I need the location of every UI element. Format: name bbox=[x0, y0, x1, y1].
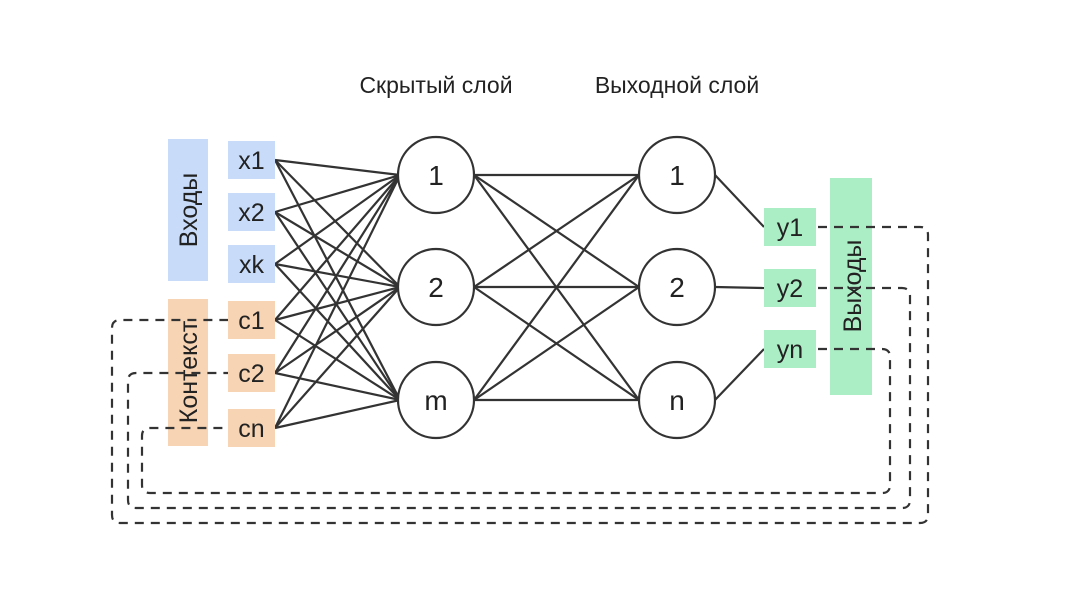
edge-left-5-hidden-2 bbox=[274, 398, 401, 430]
edge-left-1-hidden-2 bbox=[274, 211, 401, 401]
input-unit-box bbox=[228, 193, 275, 231]
edge-left-3-hidden-2 bbox=[274, 319, 401, 401]
inputs-group-box bbox=[168, 139, 208, 281]
output-neuron: 2 bbox=[637, 247, 717, 327]
hidden-neuron-circle bbox=[396, 135, 476, 215]
edge-left-0-hidden-2 bbox=[274, 159, 401, 401]
hidden-neuron-label: 2 bbox=[428, 272, 444, 303]
neurons: 1 2 m 1 2 n bbox=[396, 135, 717, 440]
input-unit-box bbox=[228, 245, 275, 283]
output-unit: y1 bbox=[764, 208, 816, 246]
hidden-neuron: 2 bbox=[396, 247, 476, 327]
edge-left-5-hidden-1 bbox=[274, 286, 401, 429]
context-unit: cn bbox=[228, 409, 275, 447]
output-neuron-circle bbox=[637, 135, 717, 215]
context-unit-box bbox=[228, 409, 275, 447]
output-neuron-circle bbox=[637, 360, 717, 440]
hidden-neuron: 1 bbox=[396, 135, 476, 215]
context-unit-label: c2 bbox=[238, 360, 264, 388]
context-unit-label: c1 bbox=[238, 307, 264, 335]
output-unit-box bbox=[764, 269, 816, 307]
context-unit-box bbox=[228, 301, 275, 339]
input-unit-label: x2 bbox=[238, 199, 264, 227]
edge-left-0-hidden-1 bbox=[274, 159, 401, 288]
output-layer-header: Выходной слой bbox=[595, 72, 759, 98]
edge-output-2-to-y bbox=[714, 348, 765, 401]
input-unit: xk bbox=[228, 245, 275, 283]
output-unit-label: yn bbox=[777, 336, 803, 364]
edge-left-1-hidden-1 bbox=[274, 211, 401, 288]
input-unit: x2 bbox=[228, 193, 275, 231]
context-unit: c1 bbox=[228, 301, 275, 339]
edge-left-0-hidden-0 bbox=[274, 158, 401, 177]
context-group-text: Контекст bbox=[175, 320, 203, 423]
edge-output-0-to-y bbox=[714, 174, 765, 228]
edge-left-5-hidden-0 bbox=[274, 174, 401, 429]
context-unit: c2 bbox=[228, 354, 275, 392]
edge-hidden-1-output-0 bbox=[473, 174, 640, 288]
outputs-group-box bbox=[830, 178, 872, 395]
inputs-group-label: Входы bbox=[168, 139, 208, 281]
output-neuron-label: n bbox=[669, 385, 685, 416]
edge-hidden-2-output-0 bbox=[473, 174, 640, 401]
outputs-group-label: Выходы bbox=[830, 178, 872, 395]
edge-left-1-hidden-0 bbox=[274, 173, 401, 214]
output-neuron-label: 1 bbox=[669, 160, 685, 191]
outputs-group-text: Выходы bbox=[839, 240, 867, 333]
connections bbox=[274, 158, 765, 430]
output-neuron-label: 2 bbox=[669, 272, 685, 303]
hidden-neuron-circle bbox=[396, 247, 476, 327]
output-unit: y2 bbox=[764, 269, 816, 307]
hidden-neuron-circle bbox=[396, 360, 476, 440]
hidden-layer-header: Скрытый слой bbox=[359, 72, 512, 98]
edge-left-4-hidden-0 bbox=[274, 174, 401, 374]
feedback-yn-to-cn bbox=[140, 347, 892, 495]
input-unit-label: xk bbox=[239, 251, 265, 279]
feedback-y2-to-c2 bbox=[126, 286, 912, 510]
inputs-group-text: Входы bbox=[175, 173, 203, 248]
output-neuron: 1 bbox=[637, 135, 717, 215]
context-unit-label: cn bbox=[238, 415, 264, 443]
feedback-y1-to-c1 bbox=[110, 225, 930, 525]
edge-left-3-hidden-0 bbox=[274, 174, 401, 321]
input-unit-label: x1 bbox=[238, 147, 264, 175]
edge-left-4-hidden-1 bbox=[274, 286, 401, 374]
edge-left-4-hidden-2 bbox=[274, 371, 401, 402]
output-unit-label: y1 bbox=[777, 214, 803, 242]
feedback-connections bbox=[110, 225, 930, 525]
input-unit: x1 bbox=[228, 141, 275, 179]
output-unit: yn bbox=[764, 330, 816, 368]
input-unit-box bbox=[228, 141, 275, 179]
edge-output-1-to-y bbox=[714, 285, 765, 290]
unit-boxes: x1 x2 xk c1 c2 cn y1 y2 yn bbox=[228, 141, 816, 447]
output-unit-box bbox=[764, 330, 816, 368]
output-unit-box bbox=[764, 208, 816, 246]
edge-left-2-hidden-2 bbox=[274, 263, 401, 401]
hidden-neuron: m bbox=[396, 360, 476, 440]
edge-left-2-hidden-0 bbox=[274, 174, 401, 265]
edge-hidden-2-output-1 bbox=[473, 286, 640, 401]
output-neuron-circle bbox=[637, 247, 717, 327]
hidden-neuron-label: m bbox=[424, 385, 447, 416]
output-neuron: n bbox=[637, 360, 717, 440]
output-unit-label: y2 bbox=[777, 275, 803, 303]
context-unit-box bbox=[228, 354, 275, 392]
hidden-neuron-label: 1 bbox=[428, 160, 444, 191]
